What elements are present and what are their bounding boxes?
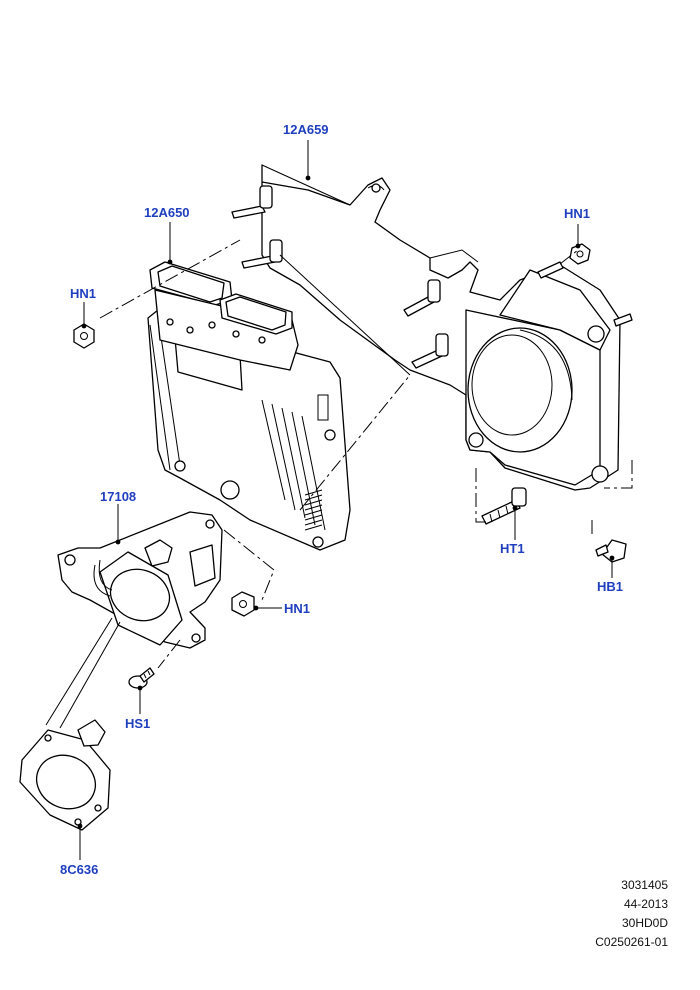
- callout-8C636: 8C636: [60, 862, 99, 877]
- document-reference-block: 3031405 44-2013 30HD0D C0250261-01: [548, 876, 668, 952]
- callout-hn1-lower: HN1: [284, 601, 311, 616]
- mounting-bracket-12A659: [231, 164, 633, 491]
- doc-ref-line-1: 3031405: [621, 878, 668, 892]
- callout-12A659: 12A659: [283, 122, 329, 137]
- hex-nut-hn1-lower: [231, 591, 255, 617]
- stud-ht1: [481, 487, 527, 525]
- callout-ht1: HT1: [500, 541, 525, 556]
- bolt-hb1: [595, 539, 627, 563]
- doc-ref-line-4: C0250261-01: [595, 935, 668, 949]
- callout-hs1: HS1: [125, 716, 151, 731]
- sensor-8C636: [19, 719, 111, 831]
- hex-nut-hn1-top-right: [569, 243, 591, 265]
- cooling-fins: [304, 489, 323, 531]
- callout-hn1-top-right: HN1: [564, 206, 591, 221]
- doc-ref-line-2: 44-2013: [623, 897, 668, 911]
- screw-hs1: [128, 667, 155, 689]
- doc-ref-line-3: 30HD0D: [621, 916, 668, 930]
- callout-17108: 17108: [100, 489, 137, 504]
- callout-12A650: 12A650: [144, 205, 190, 220]
- sensor-bracket-17108: [57, 511, 223, 649]
- callout-hb1: HB1: [597, 579, 624, 594]
- engine-control-module-12A650: [147, 261, 351, 551]
- callout-hn1-left: HN1: [70, 286, 97, 301]
